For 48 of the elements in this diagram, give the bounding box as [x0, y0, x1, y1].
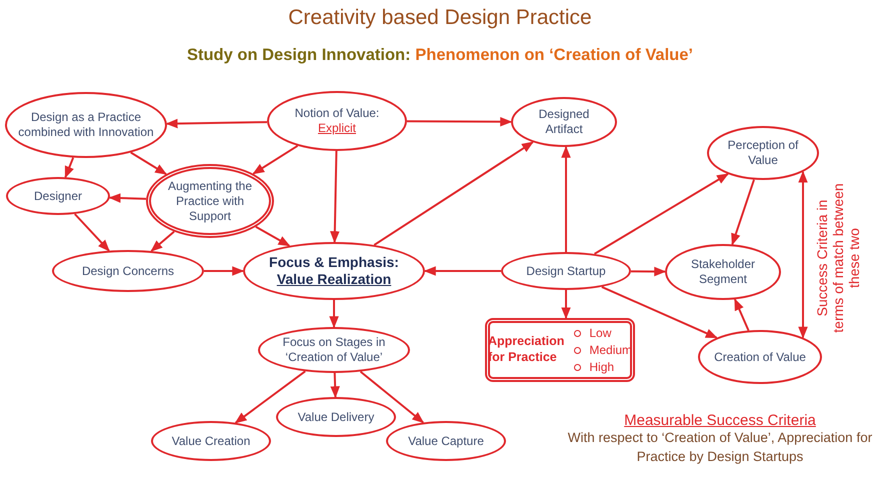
arrow — [204, 266, 244, 276]
node-text: Design as a Practice combined with Innovation — [17, 110, 155, 140]
node-text: Value Capture — [408, 434, 484, 448]
arrow — [329, 300, 339, 328]
node-text: Design Concerns — [82, 264, 174, 278]
arrow — [561, 146, 571, 252]
node-text: Creation of Value — [714, 350, 806, 364]
arrow — [798, 170, 808, 339]
arrow — [330, 372, 340, 398]
node-text: Designed Artifact — [538, 107, 590, 137]
arrow — [561, 290, 571, 320]
arrow — [374, 141, 534, 246]
arrow — [407, 116, 512, 127]
arrow — [330, 150, 340, 244]
arrow — [360, 370, 424, 424]
diagram-title: Creativity based Design Practice — [287, 6, 593, 30]
arrow — [64, 157, 74, 178]
node-text: Augmenting the Practice with Support — [166, 178, 254, 224]
node-text: Designer — [34, 188, 82, 204]
node-text: Explicit — [318, 121, 356, 136]
note-text: With respect to ‘Creation of Value’, Appreciation for Practice by Design Startups — [566, 429, 874, 466]
subtitle: Study on Design Innovation: — [186, 46, 411, 64]
arrow — [74, 213, 110, 252]
list-item: Low — [574, 326, 612, 340]
arrow — [424, 266, 501, 276]
concept-ellipse — [276, 397, 396, 437]
node-text: Value Delivery — [298, 410, 374, 424]
node-text: Value Realization — [276, 271, 392, 288]
node-text: Design Startup — [526, 264, 606, 278]
node-text: Focus on Stages in ‘Creation of Value’ — [282, 335, 386, 365]
arrow — [234, 370, 306, 424]
arrow — [734, 298, 750, 331]
edge-label: Success Criteria in terms of match between these two — [814, 183, 862, 333]
concept-ellipse — [386, 421, 506, 461]
rating-box — [485, 318, 635, 382]
arrow — [108, 193, 146, 203]
node-text: Focus & Emphasis: — [269, 254, 399, 271]
arrow — [731, 179, 755, 246]
arrow — [631, 266, 666, 276]
node-text: Value Creation — [172, 434, 250, 448]
node-text: Stakeholder Segment — [690, 257, 756, 287]
subtitle: Phenomenon on ‘Creation of Value’ — [415, 46, 694, 64]
list-item: High — [574, 360, 614, 374]
arrow — [166, 118, 268, 128]
node-text: Notion of Value: — [294, 106, 380, 121]
note-heading: Measurable Success Criteria — [623, 412, 817, 429]
node-text: Perception of Value — [726, 138, 800, 168]
arrow — [601, 286, 718, 339]
